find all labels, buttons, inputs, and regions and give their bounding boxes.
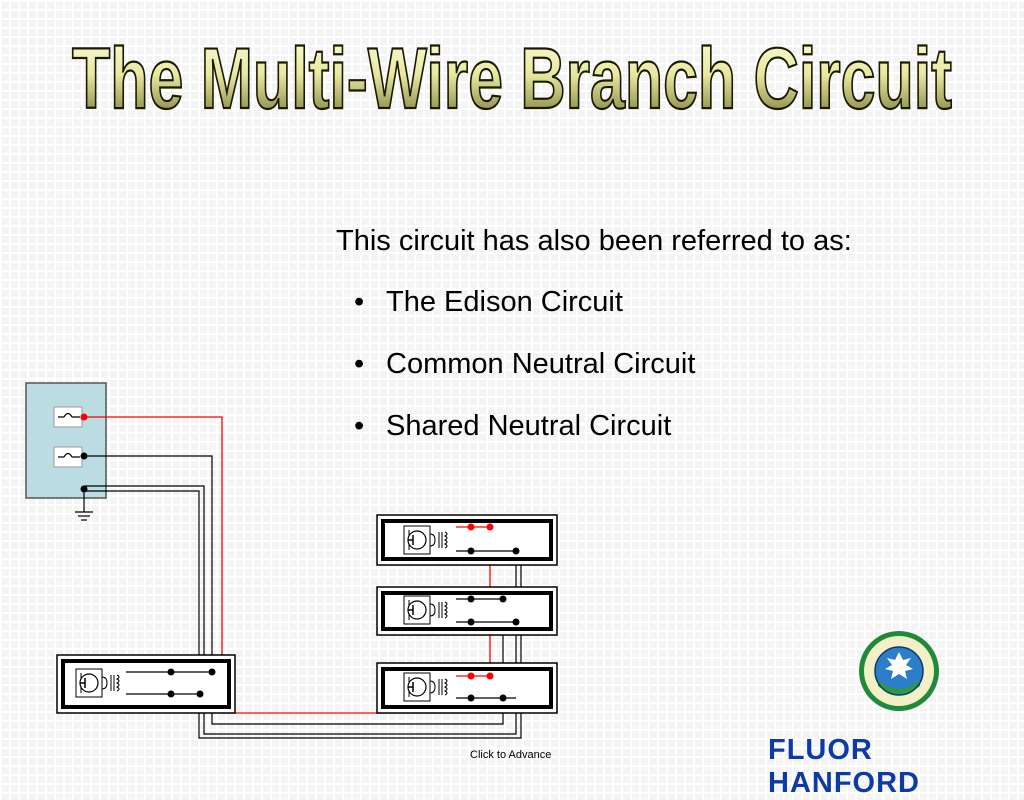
bullet-text: Shared Neutral Circuit	[386, 410, 672, 442]
breaker-bottom	[53, 446, 83, 468]
ground-symbol	[75, 489, 93, 521]
breaker-top	[53, 406, 83, 428]
fluor-hanford-logo: FLUOR HANFORD	[768, 734, 920, 799]
bullet-glyph: •	[354, 286, 365, 318]
slide-title-text: The Multi-Wire Branch Circuit	[72, 31, 952, 127]
bullet-item-shared-neutral: • Shared Neutral Circuit	[354, 407, 976, 445]
slide-title: The Multi-Wire Branch Circuit	[71, 30, 953, 128]
content-block: This circuit has also been referred to a…	[336, 222, 976, 469]
outlet-2	[376, 514, 558, 566]
outlet-1	[56, 654, 236, 714]
doe-seal-logo	[859, 631, 939, 711]
bullet-item-common-neutral: • Common Neutral Circuit	[354, 345, 976, 383]
circuit-diagram	[25, 382, 558, 739]
advance-link[interactable]: Click to Advance	[470, 749, 552, 761]
bullet-glyph: •	[354, 348, 365, 380]
connection-dots	[80, 413, 520, 702]
outlet-3	[376, 586, 558, 636]
bullet-item-edison: • The Edison Circuit	[354, 283, 976, 321]
bullet-text: Common Neutral Circuit	[386, 348, 696, 380]
bullet-glyph: •	[354, 410, 365, 442]
outlet-4	[376, 662, 558, 714]
bullet-text: The Edison Circuit	[386, 286, 623, 318]
intro-text: This circuit has also been referred to a…	[336, 225, 852, 257]
panel-box	[25, 382, 107, 499]
